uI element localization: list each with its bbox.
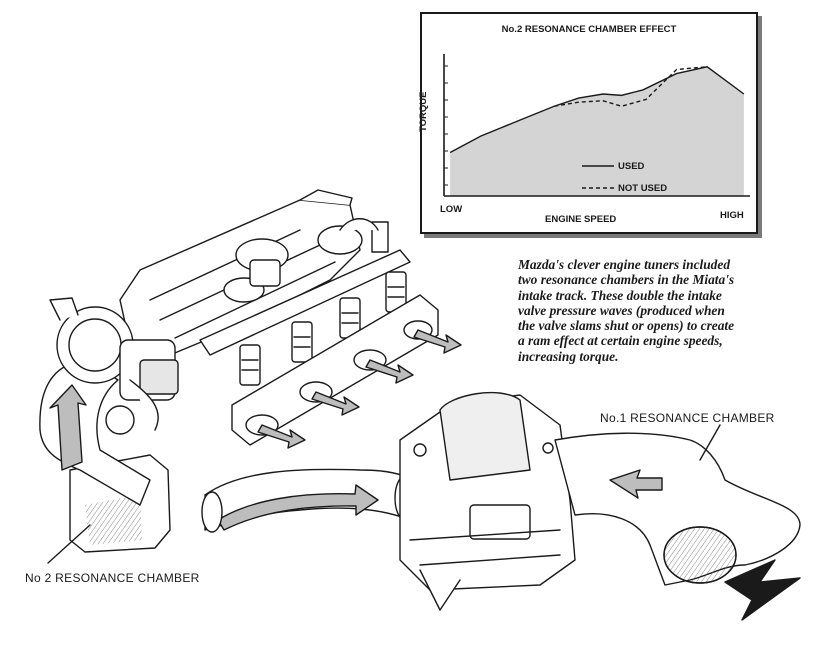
chart-title: No.2 RESONANCE CHAMBER EFFECT [501, 24, 677, 35]
caption-line: two resonance chambers in the Miata's [518, 272, 735, 288]
caption-line: valve pressure waves (produced when [518, 302, 725, 318]
x-tick-high: HIGH [720, 210, 744, 221]
airflow-arrow-right [609, 469, 663, 499]
no1-resonance-chamber-label: No.1 RESONANCE CHAMBER [600, 411, 775, 425]
inlet-bolt-icon [724, 559, 801, 621]
intake-port-arrows [257, 329, 462, 449]
caption-line: increasing torque. [518, 348, 619, 364]
series-not-used-line [554, 66, 708, 107]
no2-resonance-chamber-label: No 2 RESONANCE CHAMBER [25, 571, 200, 585]
used-area-fill [450, 66, 744, 196]
torque-inset-chart: No.2 RESONANCE CHAMBER EFFECT TORQUE LOW… [418, 12, 758, 234]
no2-intake-pipe [39, 361, 151, 506]
legend-not-used-label: NOT USED [618, 183, 668, 194]
airflow-arrow-up [49, 384, 87, 471]
throttle-body [49, 297, 179, 435]
intake-tube [201, 468, 416, 533]
x-tick-low: LOW [440, 204, 463, 215]
x-axis-label: ENGINE SPEED [545, 214, 617, 225]
caption-line: a ram effect at certain engine speeds, [518, 333, 723, 349]
legend-used-label: USED [618, 161, 645, 172]
fuel-injectors [239, 271, 407, 386]
caption-line: the valve slams shut or opens) to create [518, 318, 735, 334]
caption-line: intake track. These double the intake [518, 287, 722, 303]
chart-plot [443, 54, 750, 197]
leader-lines [47, 424, 721, 564]
no1-resonance-chamber [554, 432, 801, 586]
air-flow-meter [399, 392, 576, 611]
caption-line: Mazda's clever engine tuners included [518, 257, 731, 272]
fuel-rail [199, 218, 411, 356]
series-used-line [449, 66, 745, 154]
airflow-arrow-left [217, 484, 379, 531]
